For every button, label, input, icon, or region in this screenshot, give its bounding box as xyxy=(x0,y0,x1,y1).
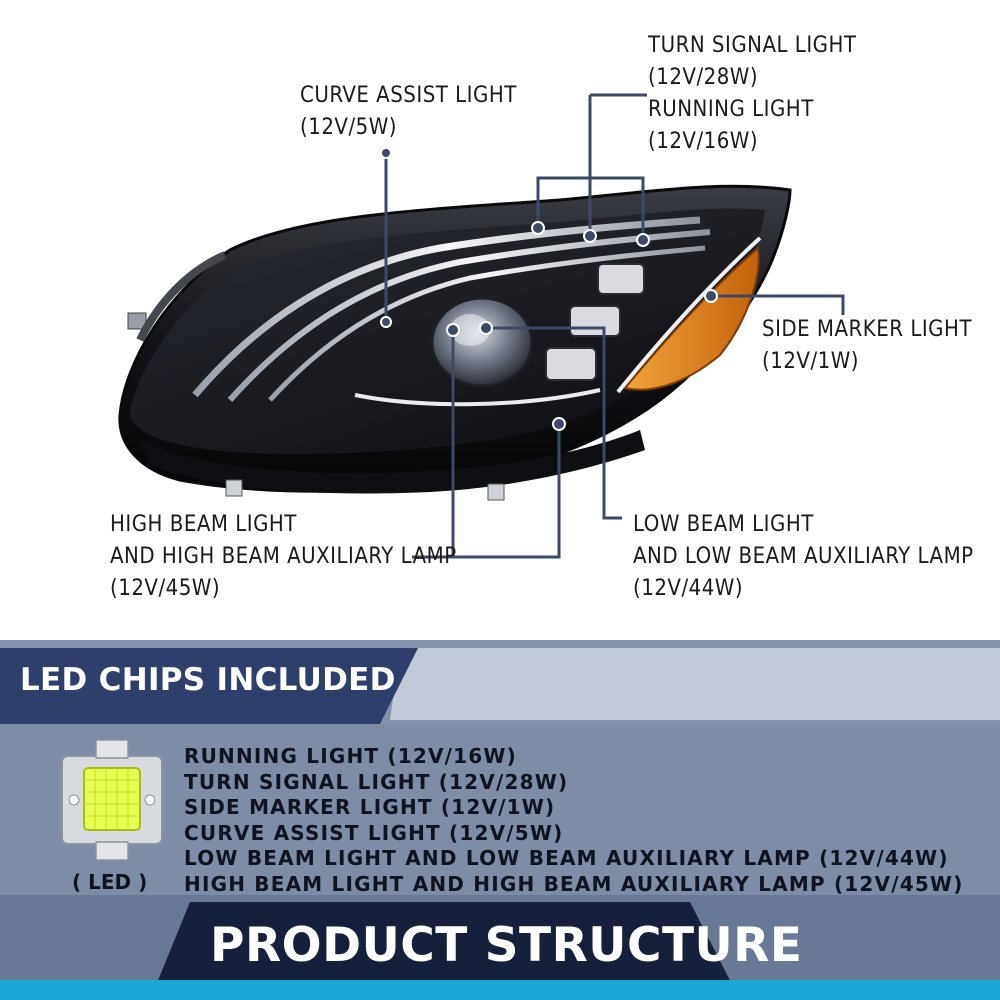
list-item: RUNNING LIGHT (12V/16W) xyxy=(184,744,518,768)
led-chip-caption: ( LED ) xyxy=(72,870,148,894)
callout-curve-assist: CURVE ASSIST LIGHT (12V/5W) xyxy=(300,80,517,144)
projector-lens xyxy=(430,296,534,388)
footer-title: PRODUCT STRUCTURE xyxy=(210,918,803,973)
callout-turn-signal: TURN SIGNAL LIGHT (12V/28W) xyxy=(648,30,856,94)
leader-dots xyxy=(380,147,718,431)
side-marker-spec: (12V/1W) xyxy=(762,349,859,374)
led-modules xyxy=(545,263,645,381)
leader-lines xyxy=(384,93,845,559)
side-marker-lens xyxy=(616,236,762,394)
list-item: LOW BEAM LIGHT AND LOW BEAM AUXILIARY LA… xyxy=(184,846,949,870)
callout-low-beam: LOW BEAM LIGHT AND LOW BEAM AUXILIARY LA… xyxy=(633,509,974,605)
led-section-title: LED CHIPS INCLUDED xyxy=(20,662,396,698)
running-light-spec: (12V/16W) xyxy=(648,129,759,154)
turn-signal-spec: (12V/28W) xyxy=(648,65,759,90)
led-chip-list: RUNNING LIGHT (12V/16W) TURN SIGNAL LIGH… xyxy=(184,744,964,897)
callout-side-marker: SIDE MARKER LIGHT (12V/1W) xyxy=(762,314,972,378)
headlight-diagram xyxy=(118,93,845,559)
led-section-background xyxy=(0,640,1000,1000)
list-item: CURVE ASSIST LIGHT (12V/5W) xyxy=(184,820,564,845)
low-beam-line2: AND LOW BEAM AUXILIARY LAMP xyxy=(633,544,974,569)
side-marker-name: SIDE MARKER LIGHT xyxy=(762,317,972,342)
running-light-name: RUNNING LIGHT xyxy=(648,97,814,122)
list-item: HIGH BEAM LIGHT AND HIGH BEAM AUXILIARY … xyxy=(184,871,964,896)
high-beam-line1: HIGH BEAM LIGHT xyxy=(110,512,297,537)
callout-high-beam: HIGH BEAM LIGHT AND HIGH BEAM AUXILIARY … xyxy=(110,509,457,605)
callout-running-light: RUNNING LIGHT (12V/16W) xyxy=(648,94,814,158)
led-chip-icon xyxy=(61,739,163,861)
list-item: SIDE MARKER LIGHT (12V/1W) xyxy=(184,795,556,819)
curve-assist-name: CURVE ASSIST LIGHT xyxy=(300,83,517,108)
low-beam-spec: (12V/44W) xyxy=(633,576,744,601)
high-beam-spec: (12V/45W) xyxy=(110,576,221,601)
turn-signal-name: TURN SIGNAL LIGHT xyxy=(648,33,857,58)
curve-assist-spec: (12V/5W) xyxy=(300,115,397,140)
low-beam-line1: LOW BEAM LIGHT xyxy=(633,512,814,537)
high-beam-line2: AND HIGH BEAM AUXILIARY LAMP xyxy=(110,544,457,569)
list-item: TURN SIGNAL LIGHT (12V/28W) xyxy=(184,769,569,794)
